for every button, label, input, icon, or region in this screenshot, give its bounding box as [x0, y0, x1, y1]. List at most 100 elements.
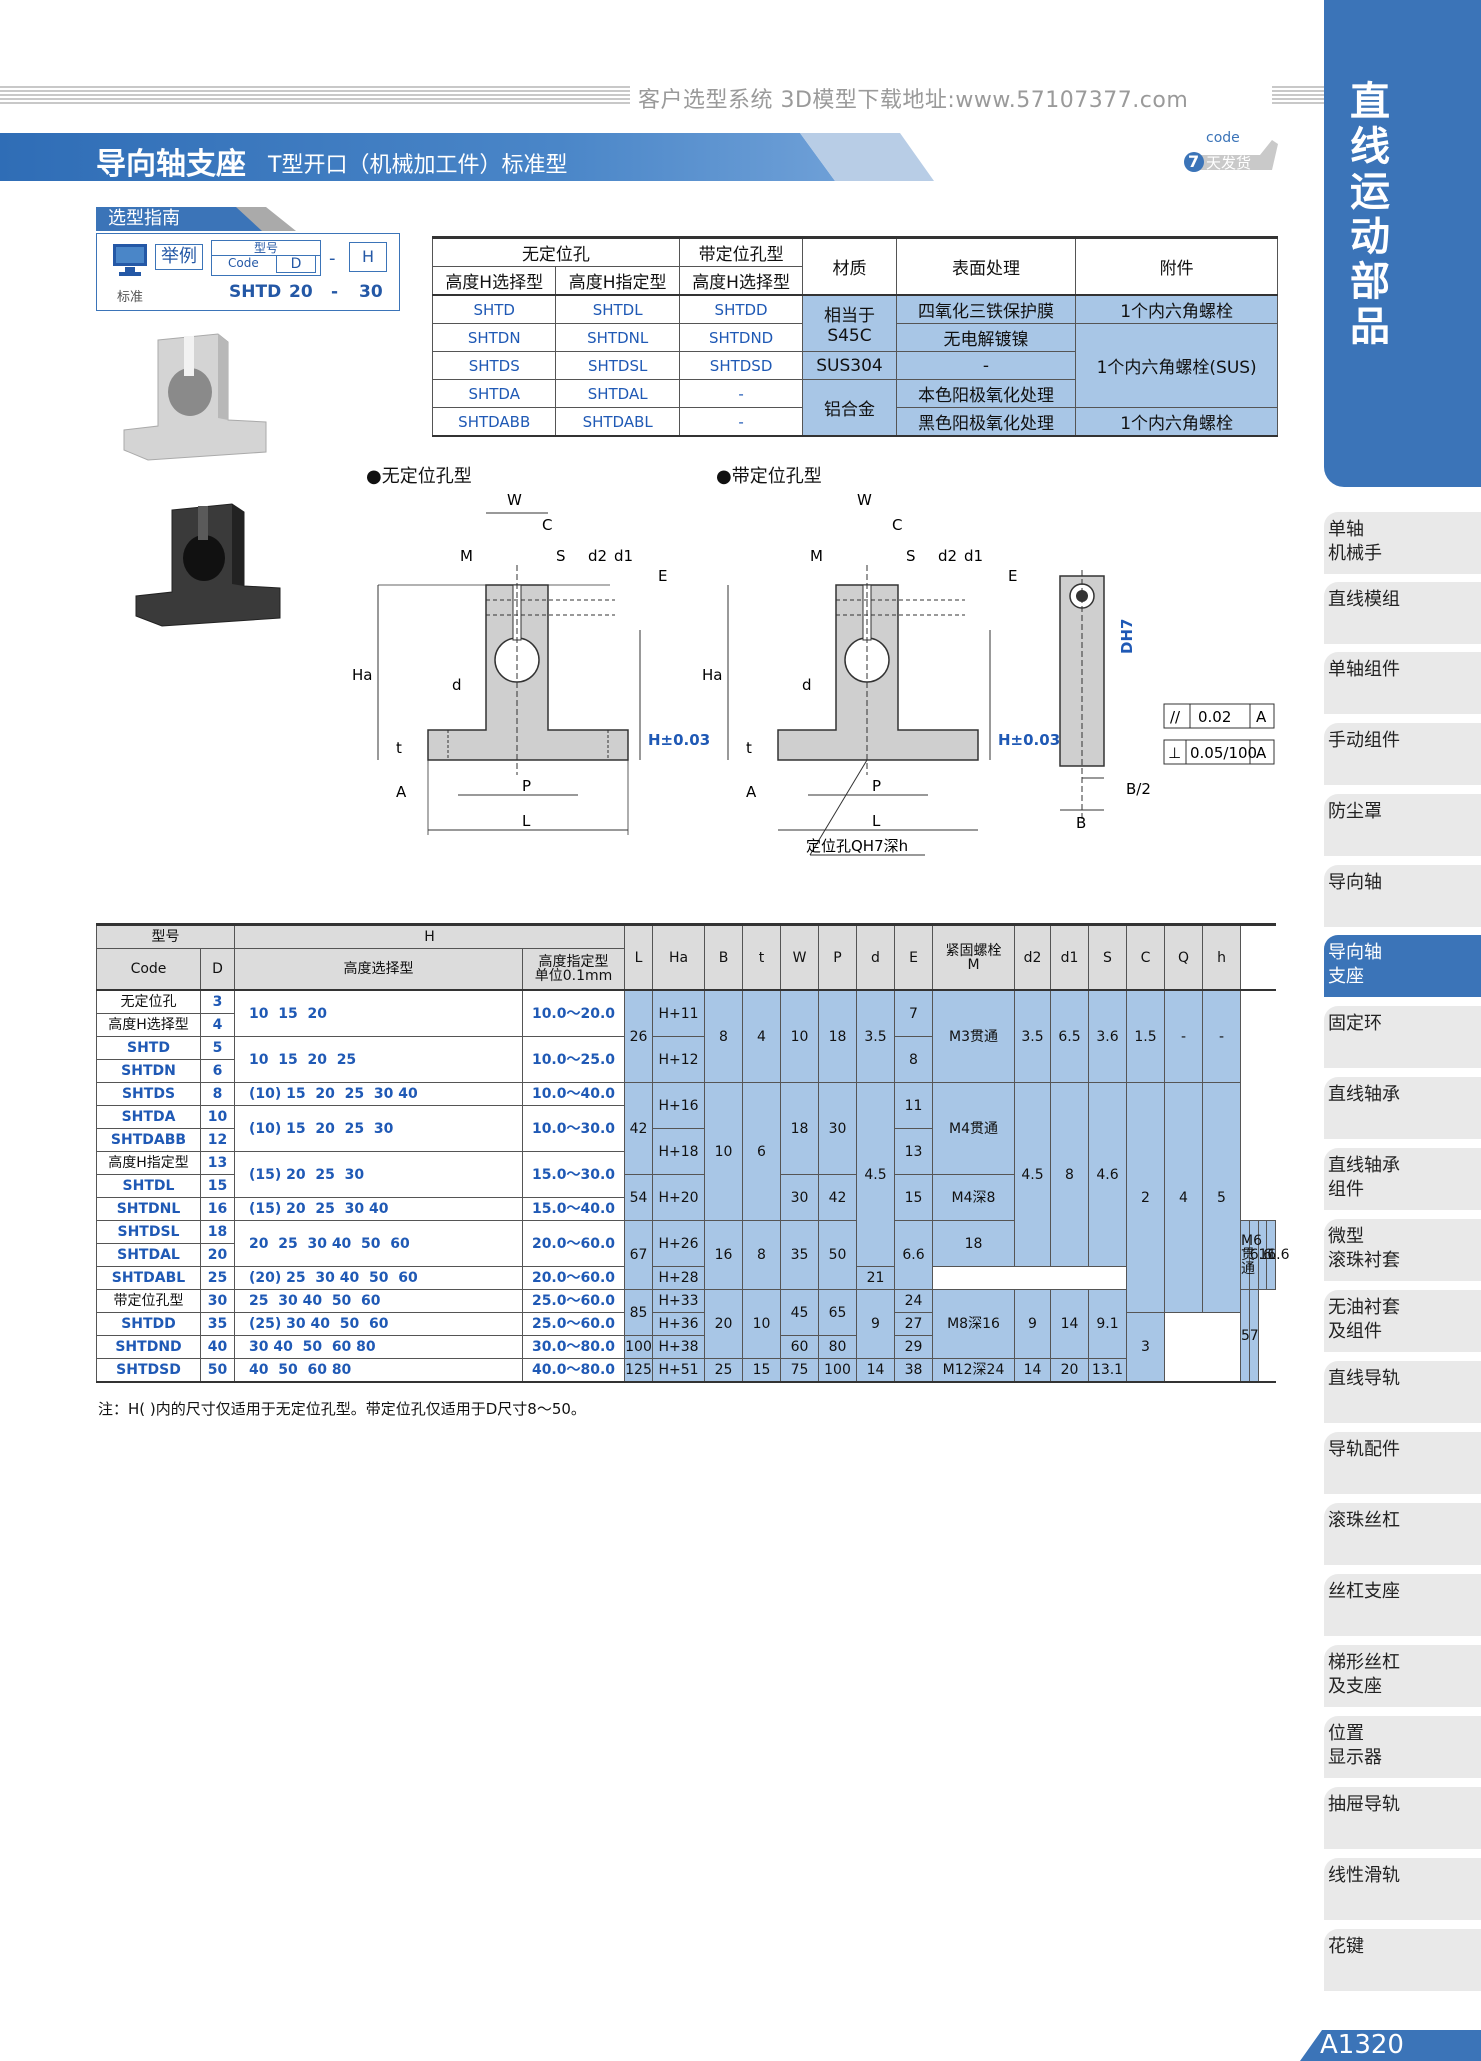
sidebar-item[interactable]: 固定环: [1324, 1006, 1481, 1068]
cell-l: 125: [624, 1358, 653, 1383]
cell-hsel: (10) 15 20 25 30: [234, 1105, 523, 1152]
code-cell: SHTDAL: [555, 379, 680, 408]
cell-e: 8: [894, 1036, 933, 1083]
accessory-cell: 1个内六角螺栓: [1075, 294, 1278, 324]
cell-p: 50: [818, 1220, 857, 1290]
code-cell: SHTDABL: [555, 407, 680, 437]
cell-t: 10: [742, 1289, 781, 1359]
badge-num: 7: [1188, 152, 1200, 171]
cell-b: 16: [704, 1220, 743, 1290]
cell-d1: 6.5: [1050, 989, 1089, 1083]
sidebar-item[interactable]: 抽屉导轨: [1324, 1787, 1481, 1849]
th-P: P: [818, 924, 857, 991]
th-t: t: [742, 924, 781, 991]
sidebar-item[interactable]: 导轨配件: [1324, 1432, 1481, 1494]
cell-codes: SHTDS: [96, 1082, 201, 1106]
sidebar-item[interactable]: 直线轴承 组件: [1324, 1148, 1481, 1210]
cell-codes: SHTDSL: [96, 1220, 201, 1244]
page-subtitle: T型开口（机械加工件）标准型: [268, 153, 568, 178]
sidebar-item[interactable]: 花键: [1324, 1929, 1481, 1991]
header-download-link[interactable]: 客户选型系统 3D模型下载地址:www.57107377.com: [634, 82, 1193, 114]
sidebar-item[interactable]: 线性滑轨: [1324, 1858, 1481, 1920]
sidebar-item[interactable]: 单轴组件: [1324, 652, 1481, 714]
sidebar-item[interactable]: 手动组件: [1324, 723, 1481, 785]
code-cell: SHTDND: [678, 323, 804, 352]
cell-hsel: 10 15 20 25: [234, 1036, 523, 1083]
tol1-ref: A: [1256, 708, 1267, 726]
cell-p: 42: [818, 1174, 857, 1221]
cell-s: 13.1: [1088, 1358, 1127, 1383]
dim-H: H±0.03: [648, 731, 710, 749]
code-cell: SHTDS: [431, 351, 557, 380]
cell-t: 4: [742, 989, 781, 1083]
cell-hsel: (10) 15 20 25 30 40: [234, 1082, 523, 1106]
th-h-select: 高度H选择型: [431, 266, 557, 296]
cell-codes: SHTDD: [96, 1312, 201, 1336]
sidebar-item[interactable]: 防尘罩: [1324, 794, 1481, 856]
cell-p: 18: [818, 989, 857, 1083]
dim-d1: d1: [964, 547, 983, 565]
sidebar-item[interactable]: 梯形丝杠 及支座: [1324, 1645, 1481, 1707]
sidebar-item[interactable]: 直线导轨: [1324, 1361, 1481, 1423]
sidebar-item[interactable]: 滚珠丝杠: [1324, 1503, 1481, 1565]
th-d2: d2: [1014, 924, 1051, 991]
cell-d: 9: [856, 1289, 895, 1359]
cell-codes: SHTDAL: [96, 1243, 201, 1267]
sidebar-item[interactable]: 单轴 机械手: [1324, 512, 1481, 574]
std-d: 20: [289, 282, 313, 302]
cell-t: 15: [742, 1358, 781, 1383]
delivery-badge: code 7 天发货: [1180, 130, 1280, 180]
code-cell: SHTDD: [678, 294, 804, 324]
cell-d2: 4.5: [1014, 1082, 1051, 1267]
sidebar-item[interactable]: 直线轴承: [1324, 1077, 1481, 1139]
cell-d2: 14: [1014, 1358, 1051, 1383]
cell-ha: H+26: [652, 1220, 705, 1267]
cell-codes: SHTDL: [96, 1174, 201, 1198]
cell-ha: H+33: [652, 1289, 705, 1313]
cell-d1: 14: [1050, 1289, 1089, 1359]
cell-d: 20: [200, 1243, 235, 1267]
sidebar-item[interactable]: 无油衬套 及组件: [1324, 1290, 1481, 1352]
std-code: SHTD: [229, 282, 282, 302]
cell-c: 2: [1126, 1082, 1165, 1313]
cell-s: 4.6: [1088, 1082, 1127, 1267]
cell-m: M8深16: [932, 1289, 1015, 1359]
dim-C: C: [892, 516, 902, 534]
d-label: D: [276, 255, 316, 273]
cell-d: 4: [200, 1013, 235, 1037]
code-cell: SHTDSL: [555, 351, 680, 380]
cell-d: 16: [200, 1197, 235, 1221]
sidebar-item[interactable]: 位置 显示器: [1324, 1716, 1481, 1778]
th-material: 材质: [802, 237, 897, 296]
datum-A: A: [746, 783, 757, 801]
cell-d: 25: [200, 1266, 235, 1290]
sidebar-item[interactable]: 丝杠支座: [1324, 1574, 1481, 1636]
code-label: Code: [228, 256, 259, 270]
th-code: Code: [96, 948, 201, 991]
th-M-a: 紧固螺栓: [945, 942, 1002, 959]
cell-hspec: 15.0～40.0: [522, 1197, 625, 1221]
dim-B: B: [1076, 814, 1086, 832]
sidebar-header: [1324, 0, 1481, 487]
cell-hspec: 10.0～25.0: [522, 1036, 625, 1083]
cell-ha: H+11: [652, 989, 705, 1037]
sidebar-item[interactable]: 微型 滚珠衬套: [1324, 1219, 1481, 1281]
cell-m: M4深8: [932, 1174, 1015, 1221]
cell-d: 10: [200, 1105, 235, 1129]
cell-h: -: [1202, 989, 1241, 1083]
dim-t: t: [746, 739, 752, 757]
cell-codes: SHTDN: [96, 1059, 201, 1083]
cell-d: 8: [200, 1082, 235, 1106]
code-cell: SHTDABB: [431, 407, 557, 437]
sidebar-item[interactable]: 导向轴: [1324, 865, 1481, 927]
surface-cell: -: [895, 351, 1077, 380]
th-hspec-b: 单位0.1mm: [534, 968, 613, 984]
sidebar-item[interactable]: 直线模组: [1324, 582, 1481, 644]
th-D: D: [200, 948, 235, 991]
cell-w: 10: [780, 989, 819, 1083]
cell-p: 80: [818, 1335, 857, 1359]
surface-cell: 本色阳极氧化处理: [895, 379, 1077, 408]
sidebar-item[interactable]: 导向轴 支座: [1324, 935, 1481, 997]
drawing-side-view: DH7 B/2 B // 0.02 A ⊥ 0.05/100 A: [1059, 570, 1275, 832]
th-C: C: [1126, 924, 1165, 991]
